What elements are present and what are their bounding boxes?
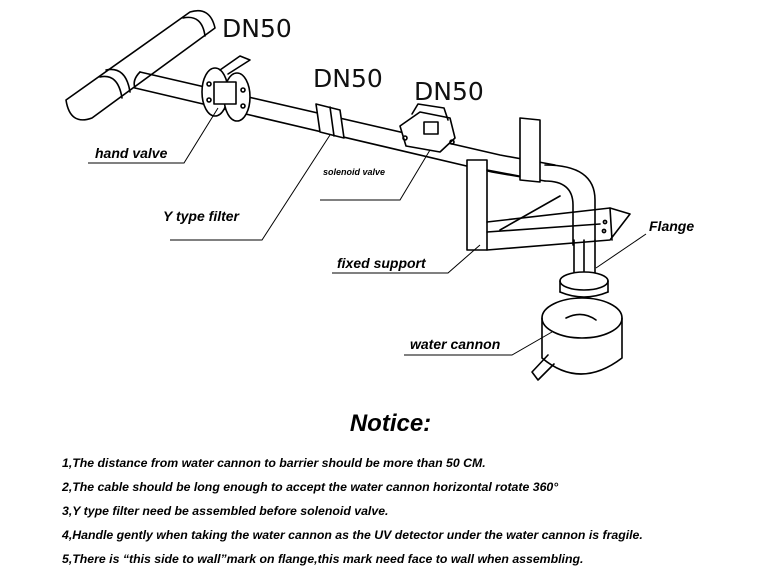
- water-cannon-body: [531, 297, 623, 381]
- notice-item: 4,Handle gently when taking the water ca…: [62, 528, 643, 542]
- pipe-size-label: DN50: [222, 14, 292, 43]
- fixed-support-frame: [466, 117, 631, 251]
- hand-valve-label: hand valve: [95, 145, 168, 161]
- main-pipe: [65, 9, 216, 121]
- notice-item: 2,The cable should be long enough to acc…: [62, 480, 559, 494]
- notice-list: 1,The distance from water cannon to barr…: [62, 455, 643, 575]
- installation-diagram: [65, 9, 647, 381]
- leader-lines: [88, 107, 647, 356]
- flange-label: Flange: [649, 218, 695, 234]
- notice-item: 5,There is “this side to wall”mark on fl…: [62, 552, 584, 566]
- water-cannon-label: water cannon: [410, 336, 501, 352]
- solenoid-valve-label: solenoid valve: [323, 167, 386, 177]
- y-type-filter: [315, 103, 345, 139]
- notice-title: Notice:: [349, 410, 432, 437]
- y-type-filter-label: Y type filter: [163, 208, 239, 224]
- fixed-support-label: fixed support: [337, 255, 426, 271]
- hand-valve: [201, 55, 251, 122]
- solenoid-valve: [399, 103, 456, 153]
- flange: [559, 271, 609, 298]
- notice-item: 3,Y type filter need be assembled before…: [62, 504, 389, 518]
- notice-item: 1,The distance from water cannon to barr…: [62, 456, 486, 470]
- pipe-size-label: DN50: [414, 77, 484, 106]
- pipe-elbow: [544, 164, 596, 276]
- pipe-size-label: DN50: [313, 64, 383, 93]
